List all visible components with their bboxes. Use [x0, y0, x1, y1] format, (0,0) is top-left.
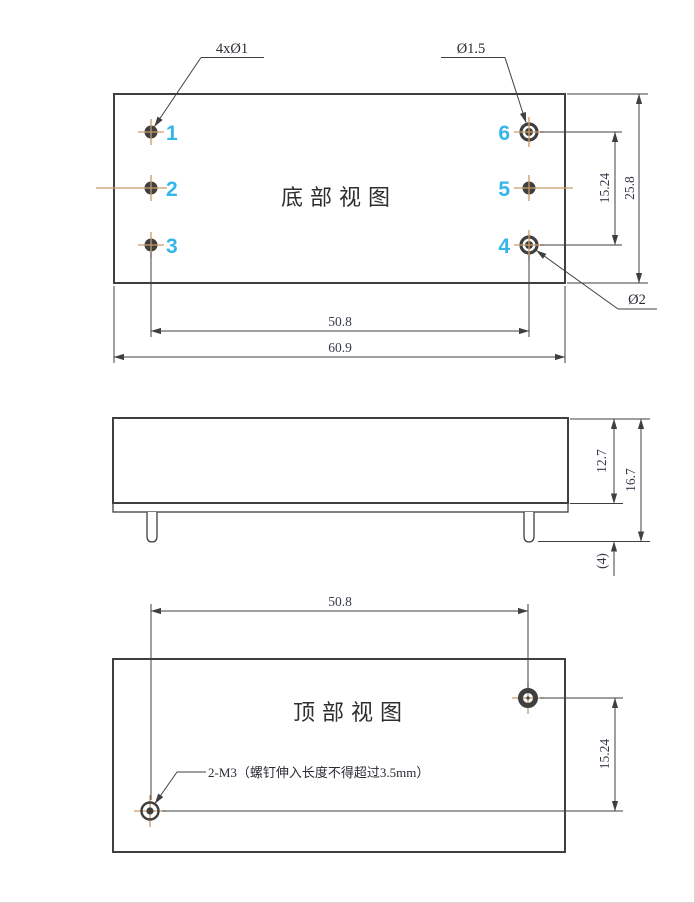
- dim-pin-row-span-text: 15.24: [597, 173, 612, 204]
- annotation-pin-diameter: 4xØ1: [154, 41, 264, 127]
- dim-pin-length-text: (4): [594, 553, 609, 569]
- pin-6-label: 6: [498, 122, 510, 145]
- mount-hole-top-right: [512, 682, 544, 714]
- side-view: 12.7 16.7 (4): [112, 417, 650, 576]
- dim-pin-col-spacing: 50.8: [150, 252, 530, 337]
- pin-4-marker: [514, 230, 544, 260]
- pin-1-marker: [138, 119, 164, 145]
- pin-5-label: 5: [498, 178, 510, 201]
- side-view-right-leg: [523, 512, 535, 543]
- pin-1-label: 1: [166, 122, 178, 145]
- dim-pin-length: (4): [594, 541, 618, 576]
- pin-4-label: 4: [498, 235, 510, 258]
- hole-1-5-label: Ø1.5: [457, 41, 486, 57]
- dim-overall-width-text: 60.9: [328, 340, 352, 355]
- side-view-body: [112, 417, 569, 504]
- bottom-view-title: 底部视图: [281, 185, 397, 210]
- dim-hole-spacing-v: 15.24: [162, 697, 623, 812]
- dim-overall-height: 25.8: [567, 93, 648, 284]
- pin-5-marker: [514, 175, 573, 201]
- dim-hole-spacing-h-text: 50.8: [328, 594, 352, 609]
- dim-hole-spacing-v-text: 15.24: [597, 739, 612, 770]
- top-view: 顶部视图 50.8 15.24: [112, 594, 623, 853]
- annotation-hole-1-5: Ø1.5: [441, 41, 527, 123]
- dim-case-height-text: 12.7: [594, 449, 609, 473]
- annotation-m3-note: 2-M3（螺钉伸入长度不得超过3.5mm）: [154, 765, 429, 804]
- hole-2-label: Ø2: [628, 292, 646, 308]
- dim-case-height: 12.7: [570, 418, 650, 504]
- mount-hole-bottom-left: [134, 795, 166, 827]
- dim-side-overall-height-text: 16.7: [623, 468, 638, 492]
- dim-side-overall-height: 16.7: [538, 418, 650, 542]
- top-view-title: 顶部视图: [293, 700, 409, 725]
- pin-2-label: 2: [166, 178, 178, 201]
- dim-overall-height-text: 25.8: [622, 176, 637, 200]
- pin-diameter-label: 4xØ1: [216, 41, 248, 57]
- bottom-view: 底部视图: [96, 41, 657, 363]
- top-view-outline: [112, 658, 566, 853]
- dim-pin-row-span: 15.24: [540, 131, 622, 246]
- dim-overall-width: 60.9: [113, 286, 566, 363]
- pin-2-marker: [96, 175, 167, 201]
- dim-pin-col-spacing-text: 50.8: [328, 314, 352, 329]
- pin-6-marker: [514, 117, 544, 147]
- m3-note-text: 2-M3（螺钉伸入长度不得超过3.5mm）: [208, 765, 429, 780]
- dim-hole-spacing-h: 50.8: [150, 594, 529, 800]
- annotation-hole-2: Ø2: [536, 250, 657, 310]
- pin-3-label: 3: [166, 235, 178, 258]
- side-view-left-leg: [146, 512, 158, 543]
- side-view-flange: [112, 502, 569, 513]
